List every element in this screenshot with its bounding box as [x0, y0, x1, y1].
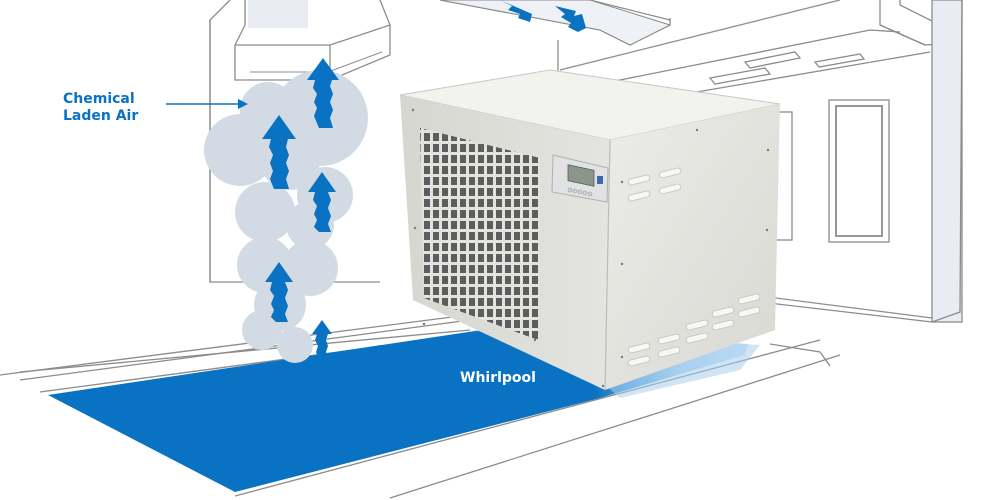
airflow-arrows: [262, 58, 339, 360]
arrow-up-icon: [265, 262, 293, 322]
arrow-up-icon: [307, 58, 339, 128]
screws: [411, 108, 770, 388]
control-panel: [551, 154, 609, 203]
lcd-display: [567, 164, 595, 187]
callout-arrowhead: [238, 99, 248, 109]
air-duct: [439, 0, 672, 46]
arrow-up-icon: [308, 172, 336, 232]
room-walls: [0, 0, 963, 499]
chemical-label-line1: Chemical: [63, 91, 135, 107]
chemical-laden-air-label: Chemical Laden Air: [63, 91, 138, 125]
whirlpool-label: Whirlpool: [460, 370, 536, 386]
arrow-up-icon: [312, 320, 332, 360]
grille: [420, 128, 540, 340]
qr-code-icon: [597, 176, 603, 184]
dehumidifier-unit: [399, 69, 781, 391]
chemical-label-line2: Laden Air: [63, 108, 139, 124]
side-vents: [627, 167, 761, 367]
arrow-up-icon: [262, 115, 296, 189]
panel-buttons: [567, 187, 593, 197]
